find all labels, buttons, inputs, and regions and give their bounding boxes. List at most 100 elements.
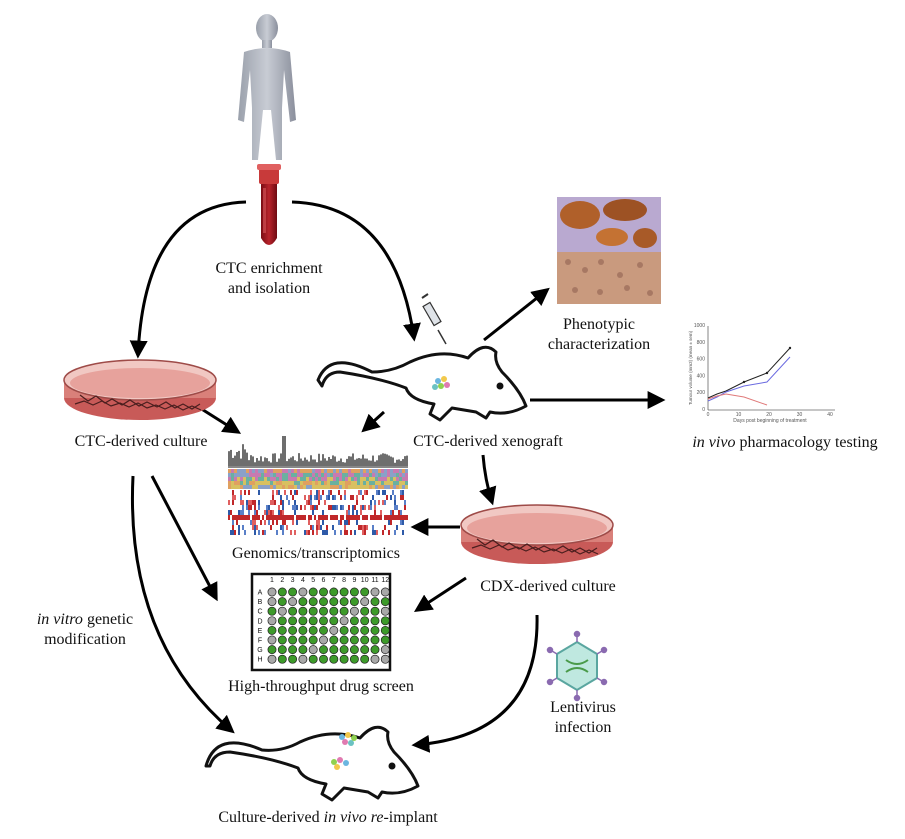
- plate-column-label: 6: [322, 577, 326, 584]
- plate-well: [329, 616, 339, 626]
- plate-column-label: 4: [301, 577, 305, 584]
- histogram-bar: [254, 462, 256, 466]
- histogram-bar: [242, 444, 244, 466]
- histogram-bar: [346, 458, 348, 466]
- histogram-bar: [252, 456, 254, 466]
- histogram-bar: [400, 460, 402, 466]
- plate-well: [319, 587, 328, 597]
- histogram-bar: [384, 453, 386, 466]
- histogram-bar: [332, 455, 334, 466]
- plate-well: [319, 654, 328, 664]
- histogram-bar: [288, 458, 290, 466]
- plate-well: [370, 625, 380, 635]
- histogram-bar: [398, 459, 400, 466]
- plate-well: [380, 654, 390, 664]
- plate-well: [288, 654, 298, 664]
- plate-well: [360, 654, 370, 664]
- histogram-bar: [238, 450, 240, 466]
- lentivirus-label: Lentivirus infection: [550, 699, 616, 736]
- plate-well: [360, 606, 370, 616]
- histogram-bar: [258, 460, 260, 466]
- plate-row-label: F: [258, 638, 262, 645]
- chart-ytick: 0: [702, 407, 705, 413]
- histogram-bar: [380, 454, 382, 466]
- plate-well: [319, 635, 328, 645]
- plate-well: [267, 625, 277, 635]
- plate-well: [288, 645, 298, 655]
- plate-column-label: 5: [311, 577, 315, 584]
- histogram-bar: [326, 460, 328, 466]
- histogram-bar: [350, 456, 352, 466]
- genomics-label: Genomics/transcriptomics: [232, 545, 400, 562]
- ctc-culture-label: CTC-derived culture: [74, 433, 208, 450]
- histogram-bar: [328, 456, 330, 466]
- histogram-bar: [298, 453, 300, 466]
- plate-well: [267, 645, 277, 655]
- plate-well: [380, 625, 390, 635]
- chart-xtick: 0: [707, 412, 710, 418]
- histogram-bar: [370, 460, 372, 466]
- histogram-bar: [324, 458, 326, 466]
- plate-well: [349, 645, 359, 655]
- histogram-bar: [234, 455, 236, 466]
- histogram-bar: [396, 459, 398, 466]
- histogram-bar: [330, 458, 332, 466]
- histogram-bar: [280, 453, 282, 466]
- histogram-bar: [338, 460, 340, 466]
- plate-well: [349, 587, 359, 597]
- histogram-bar: [354, 459, 356, 466]
- histogram-bar: [296, 461, 298, 466]
- histogram-bar: [248, 460, 250, 466]
- plate-well: [319, 645, 328, 655]
- histogram-bar: [316, 462, 318, 466]
- histogram-bar: [262, 461, 264, 466]
- plate-column-label: 7: [332, 577, 336, 584]
- histogram-bar: [268, 461, 270, 466]
- histogram-bar: [232, 457, 234, 466]
- plate-well: [288, 606, 298, 616]
- plate-well: [360, 587, 370, 597]
- plate-well: [267, 654, 277, 664]
- plate-column-label: 10: [361, 577, 369, 584]
- histogram-bar: [358, 458, 360, 466]
- ctc-xenograft-label: CTC-derived xenograft: [413, 433, 563, 450]
- histogram-bar: [266, 458, 268, 466]
- plate-well: [308, 645, 318, 655]
- plate-well: [339, 654, 349, 664]
- chart-ylabel: Tumour volume (mm3) (mean ± sem): [688, 330, 693, 405]
- histogram-bar: [292, 456, 294, 466]
- plate-well: [339, 635, 349, 645]
- histogram-bar: [320, 460, 322, 466]
- histogram-bar: [314, 459, 316, 466]
- plate-column-label: 9: [352, 577, 356, 584]
- plate-well: [349, 625, 359, 635]
- plate-row-label: D: [257, 618, 262, 625]
- reimplant-label: Culture-derived in vivo re-implant: [218, 809, 438, 826]
- histogram-bar: [290, 457, 292, 466]
- drug-screen-label: High-throughput drug screen: [228, 678, 414, 695]
- histogram-bar: [404, 456, 406, 466]
- plate-well: [267, 616, 277, 626]
- histogram-bar: [360, 458, 362, 466]
- plate-well: [267, 587, 277, 597]
- plate-well: [380, 616, 390, 626]
- plate-well: [380, 587, 390, 597]
- histogram-bar: [362, 454, 364, 466]
- plate-well: [277, 635, 287, 645]
- histogram-bar: [374, 461, 376, 466]
- plate-well: [370, 654, 380, 664]
- lentivirus-icon: [546, 630, 608, 702]
- histogram-bar: [306, 459, 308, 466]
- histogram-bar: [406, 455, 408, 466]
- chart-xlabel: Days post beginning of treatment: [733, 418, 807, 424]
- plate-column-label: 2: [280, 577, 284, 584]
- plate-column-label: 12: [381, 577, 389, 584]
- plate-row-label: G: [257, 647, 262, 654]
- arrows: [129, 200, 666, 753]
- plate-well: [267, 606, 277, 616]
- plate-well: [349, 597, 359, 607]
- phenotypic-histology-image: [557, 197, 661, 304]
- plate-well: [308, 606, 318, 616]
